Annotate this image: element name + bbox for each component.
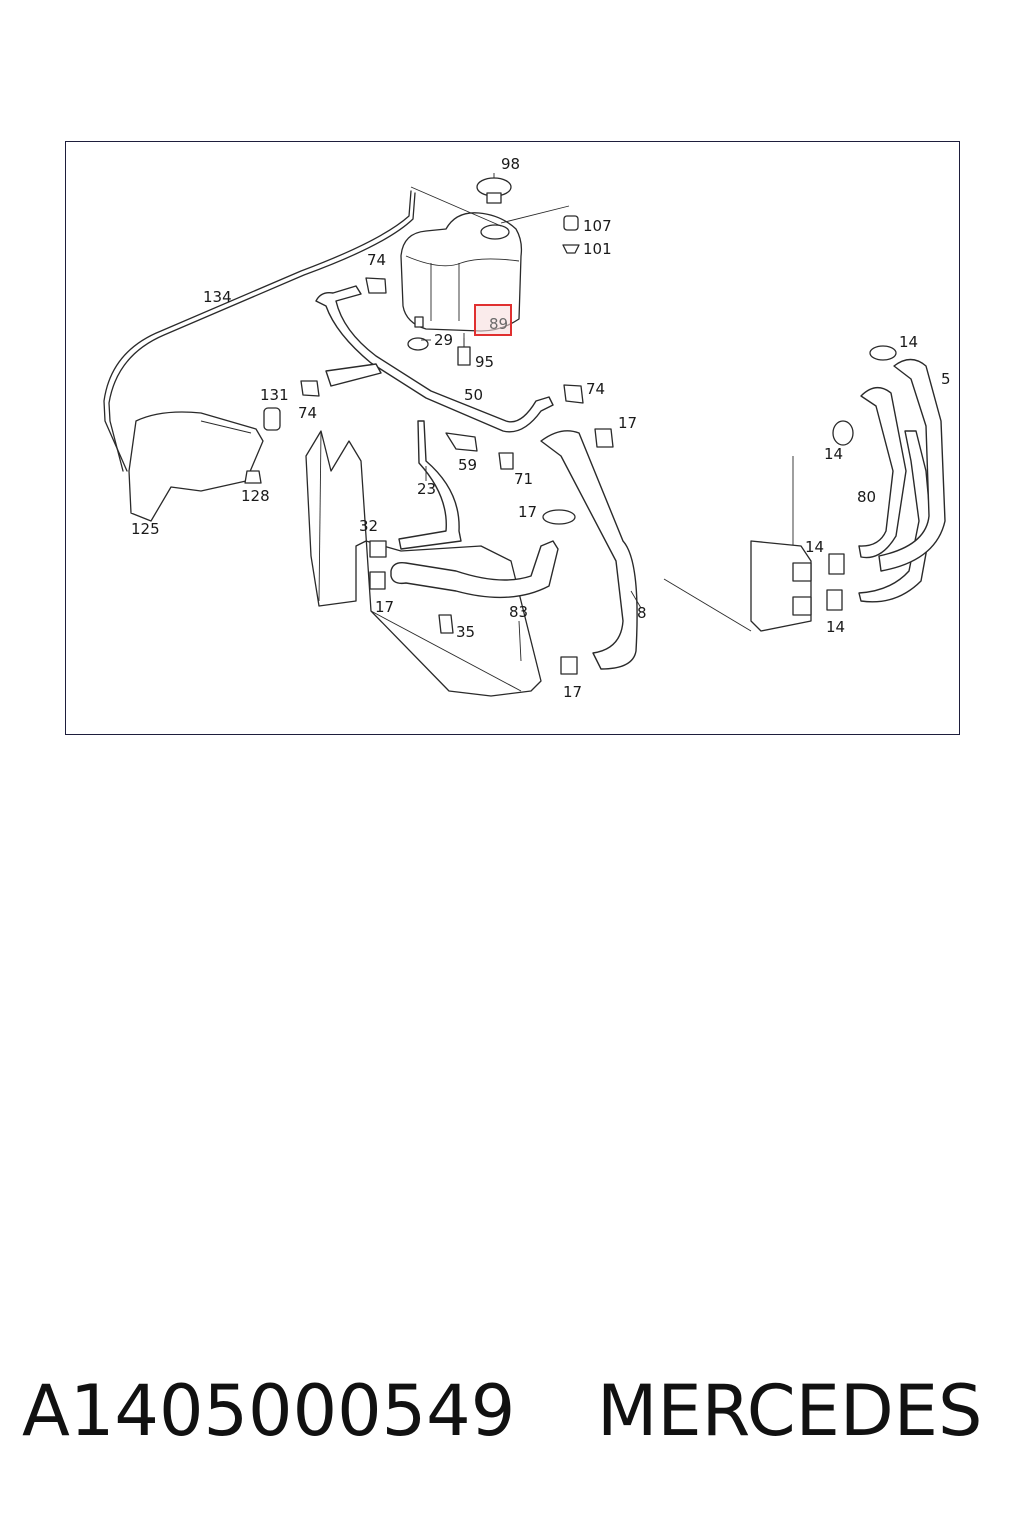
callout-32[interactable]: 32 <box>359 517 378 535</box>
heater-core <box>663 456 812 632</box>
sensor-95 <box>457 333 471 366</box>
clamp-14-mid <box>832 420 854 446</box>
hose-83 <box>390 540 559 599</box>
callout-50[interactable]: 50 <box>464 386 483 404</box>
hose-8 <box>540 430 638 670</box>
parts-diagram: 98 107 101 74 89 134 29 95 131 74 50 74 … <box>103 155 951 701</box>
callout-8[interactable]: 8 <box>637 604 647 622</box>
callout-14-lower[interactable]: 14 <box>805 538 824 556</box>
callout-131[interactable]: 131 <box>260 386 289 404</box>
clamp-74-right <box>563 384 584 404</box>
callout-71[interactable]: 71 <box>514 470 533 488</box>
seal-107 <box>563 215 579 231</box>
hose-5 <box>878 358 946 572</box>
callout-74-top[interactable]: 74 <box>367 251 386 269</box>
callout-14-top[interactable]: 14 <box>899 333 918 351</box>
vent-hose-134 <box>103 190 416 472</box>
hose-50 <box>315 285 554 433</box>
callout-83[interactable]: 83 <box>509 603 528 621</box>
callout-107[interactable]: 107 <box>583 217 612 235</box>
clamp-17-d <box>560 656 578 675</box>
callout-74-left[interactable]: 74 <box>298 404 317 422</box>
callout-125[interactable]: 125 <box>131 520 160 538</box>
parts-diagram-frame: 98 107 101 74 89 134 29 95 131 74 50 74 … <box>65 141 960 735</box>
part-131 <box>263 407 281 431</box>
callout-17-a[interactable]: 17 <box>618 414 637 432</box>
clamp-17-b <box>542 509 576 525</box>
callout-labels: 98 107 101 74 89 134 29 95 131 74 50 74 … <box>131 155 951 701</box>
clamp-32 <box>369 540 387 558</box>
callout-128[interactable]: 128 <box>241 487 270 505</box>
reservoir-125 <box>128 411 264 522</box>
filler-cap <box>476 177 512 204</box>
clamp-14-bottom <box>826 589 843 611</box>
callout-101[interactable]: 101 <box>583 240 612 258</box>
expansion-tank <box>400 186 570 332</box>
seal-101 <box>562 244 580 254</box>
clamp-14-top <box>869 345 897 361</box>
callout-29[interactable]: 29 <box>434 331 453 349</box>
callout-17-c[interactable]: 17 <box>375 598 394 616</box>
clamp-17-c <box>369 571 386 590</box>
radiator <box>305 430 542 697</box>
callout-89[interactable]: 89 <box>489 315 508 333</box>
clamp-74-top <box>365 277 387 294</box>
leader-lines <box>421 173 642 662</box>
part-128 <box>244 470 262 484</box>
part-number: A1405000549 <box>22 1370 516 1452</box>
brand-name: MERCEDES <box>597 1370 983 1452</box>
callout-74-right[interactable]: 74 <box>586 380 605 398</box>
clamp-14-lower <box>828 553 845 575</box>
clip-71 <box>498 452 514 470</box>
callout-98[interactable]: 98 <box>501 155 520 173</box>
callout-23[interactable]: 23 <box>417 480 436 498</box>
callout-59[interactable]: 59 <box>458 456 477 474</box>
callout-5[interactable]: 5 <box>941 370 951 388</box>
clip-35 <box>438 614 454 634</box>
clip-29 <box>407 337 429 351</box>
callout-80[interactable]: 80 <box>857 488 876 506</box>
bracket-59 <box>445 432 478 452</box>
callout-95[interactable]: 95 <box>475 353 494 371</box>
hose-23 <box>398 420 462 550</box>
callout-14-bottom[interactable]: 14 <box>826 618 845 636</box>
callout-17-d[interactable]: 17 <box>563 683 582 701</box>
highlight-box <box>474 304 512 336</box>
callout-14-mid[interactable]: 14 <box>824 445 843 463</box>
callout-17-b[interactable]: 17 <box>518 503 537 521</box>
clamp-74-left <box>300 380 320 397</box>
callout-134[interactable]: 134 <box>203 288 232 306</box>
clamp-17-a <box>594 428 614 448</box>
callout-35[interactable]: 35 <box>456 623 475 641</box>
footer-caption: A1405000549 MERCEDES <box>22 1370 1012 1480</box>
